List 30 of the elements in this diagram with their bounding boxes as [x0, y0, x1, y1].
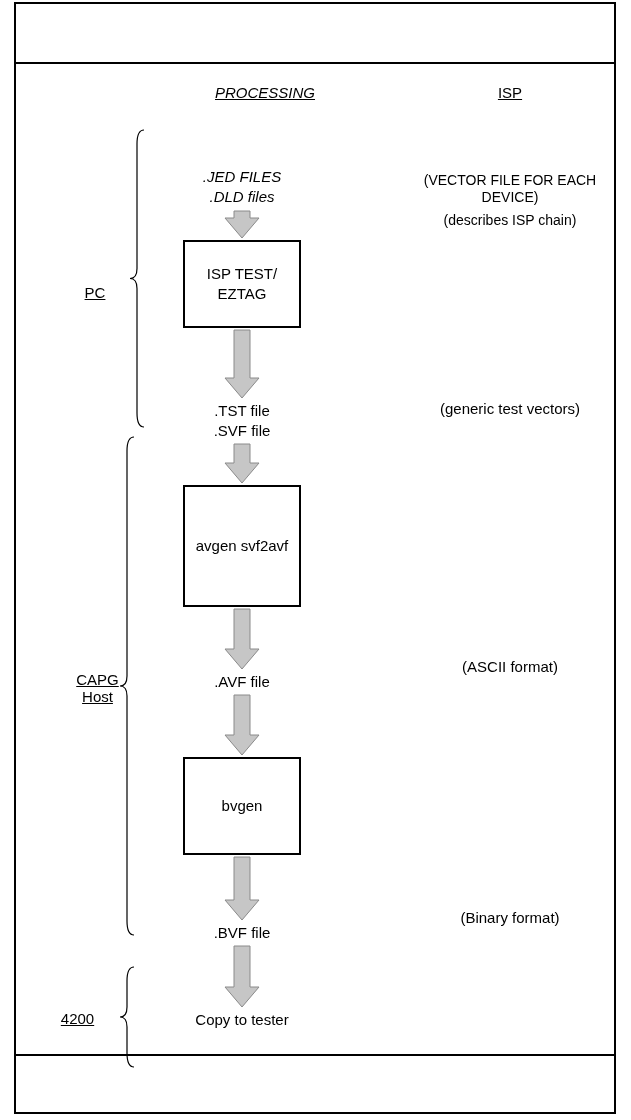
process-name: bvgen — [220, 796, 264, 816]
heading-label: PROCESSING — [214, 84, 316, 101]
file-name: .AVF file — [214, 672, 270, 692]
note-text: (describes ISP chain) — [442, 212, 578, 229]
block-arrow — [224, 694, 260, 756]
block-arrow — [224, 608, 260, 670]
process-name: avgen svf2avf — [194, 536, 290, 556]
heading-label: ISP — [496, 84, 524, 101]
process-box — [183, 240, 301, 328]
heading-label: PC — [83, 284, 107, 301]
note-text: (ASCII format) — [461, 658, 559, 675]
note-text: (generic test vectors) — [438, 400, 581, 417]
heading-label: 4200 — [59, 1010, 96, 1027]
block-arrow — [224, 210, 260, 239]
block-arrow — [224, 329, 260, 399]
file-name: .BVF file — [213, 923, 271, 943]
file-name: Copy to tester — [195, 1010, 289, 1030]
note-text: (Binary format) — [459, 909, 561, 926]
file-name: .DLD files — [209, 187, 275, 207]
heading-label: CAPG Host — [75, 671, 120, 705]
file-name: .TST file — [214, 401, 270, 421]
block-arrow — [224, 443, 260, 484]
process-box — [183, 757, 301, 855]
file-name: .JED FILES — [202, 167, 282, 187]
note-text: (VECTOR FILE FOR EACH DEVICE) — [422, 172, 598, 206]
process-box — [183, 485, 301, 607]
block-arrow — [224, 856, 260, 921]
process-name: ISP TEST/ EZTAG — [205, 264, 279, 304]
file-name: .SVF file — [213, 421, 271, 441]
block-arrow — [224, 945, 260, 1008]
